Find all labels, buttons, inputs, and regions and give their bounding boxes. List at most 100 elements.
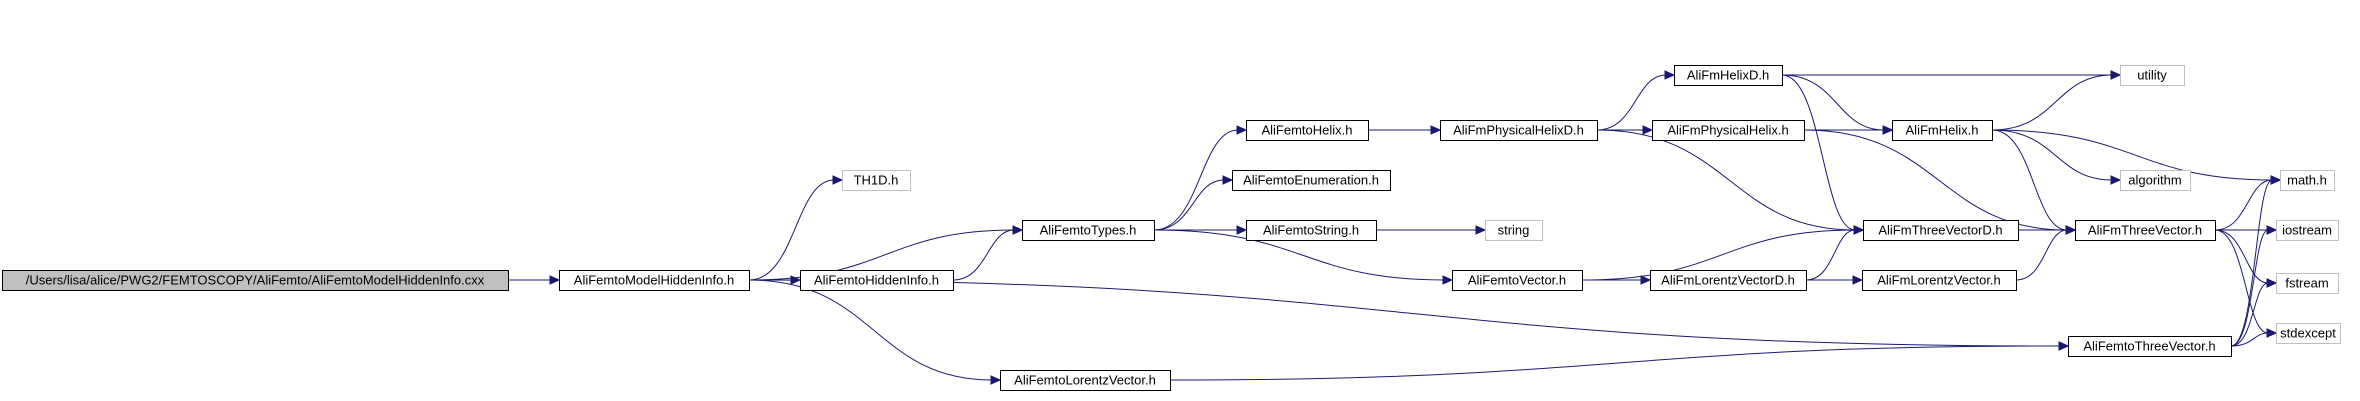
node-label: AliFmLorentzVector.h: [1877, 273, 2001, 288]
arrowhead-icon: [2065, 225, 2077, 235]
node-label: stdexcept: [2280, 326, 2336, 341]
edge-ftv-to-iostream: [2230, 229, 2269, 347]
node-label: fstream: [2285, 276, 2328, 291]
node-box: [1862, 270, 2017, 291]
arrowhead-icon: [990, 375, 1002, 385]
node-label: AliFmHelix.h: [1906, 123, 1979, 138]
edge-ftv-to-math: [2230, 179, 2273, 347]
arrowhead-icon: [2266, 278, 2278, 288]
edge-physd-to-helixd: [1596, 74, 1667, 131]
arrowhead-icon: [1442, 275, 1454, 285]
graph-node-th1d: TH1D.h: [842, 170, 911, 191]
edge-fhelix-to-math: [1991, 129, 2273, 181]
node-label: TH1D.h: [854, 173, 899, 188]
graph-node-fvec[interactable]: AliFemtoVector.h: [1452, 270, 1583, 291]
graph-node-lvd[interactable]: AliFmLorentzVectorD.h: [1650, 270, 1807, 291]
graph-node-mhi[interactable]: AliFemtoModelHiddenInfo.h: [559, 270, 750, 291]
node-box: [842, 170, 911, 191]
node-box: [1863, 220, 2019, 241]
edge-fhelix-to-utility: [1991, 74, 2113, 131]
graph-node-lv[interactable]: AliFmLorentzVector.h: [1862, 270, 2017, 291]
arrowhead-icon: [1222, 175, 1234, 185]
edge-lv-to-tv: [2015, 229, 2068, 281]
graph-node-utility: utility: [2120, 65, 2185, 86]
edge-types-to-enum: [1153, 179, 1225, 231]
graph-node-types[interactable]: AliFemtoTypes.h: [1022, 220, 1155, 241]
node-label: utility: [2137, 68, 2167, 83]
node-box: [1246, 220, 1377, 241]
node-label: AliFmPhysicalHelix.h: [1667, 123, 1788, 138]
node-label: AliFemtoLorentzVector.h: [1014, 373, 1156, 388]
edge-mhi-to-ftv: [748, 279, 2061, 347]
edge-hi-to-types: [952, 229, 1015, 281]
graph-node-fstr[interactable]: AliFemtoString.h: [1246, 220, 1377, 241]
graph-node-helixd[interactable]: AliFmHelixD.h: [1674, 65, 1783, 86]
node-label: AliFmPhysicalHelixD.h: [1453, 123, 1584, 138]
graph-node-phys[interactable]: AliFmPhysicalHelix.h: [1652, 120, 1805, 141]
node-label: AliFemtoThreeVector.h: [2083, 339, 2215, 354]
edge-physd-to-tvd: [1596, 129, 1856, 231]
edge-flv-to-ftv: [1169, 345, 2061, 381]
arrowhead-icon: [549, 275, 561, 285]
node-box: [2276, 220, 2339, 241]
arrowhead-icon: [2266, 328, 2278, 338]
node-box: [1674, 65, 1783, 86]
node-label: AliFemtoTypes.h: [1040, 223, 1137, 238]
edge-fvec-to-tvd: [1581, 229, 1856, 281]
node-box: [1892, 120, 1993, 141]
node-label: algorithm: [2128, 173, 2181, 188]
node-label: AliFemtoModelHiddenInfo.h: [574, 273, 734, 288]
node-box: [1000, 370, 1171, 391]
node-label: string: [1498, 223, 1530, 238]
arrowhead-icon: [2270, 175, 2282, 185]
arrowhead-icon: [832, 175, 844, 185]
node-label: AliFmLorentzVectorD.h: [1661, 273, 1795, 288]
arrowhead-icon: [2058, 341, 2070, 351]
node-box: [800, 270, 954, 291]
arrowhead-icon: [2266, 225, 2278, 235]
node-box: [1440, 120, 1598, 141]
node-box: [1485, 220, 1543, 241]
node-box: [1246, 120, 1369, 141]
graph-node-hi[interactable]: AliFemtoHiddenInfo.h: [800, 270, 954, 291]
node-label: AliFmHelixD.h: [1687, 68, 1769, 83]
node-label: AliFemtoString.h: [1263, 223, 1359, 238]
graph-node-helix[interactable]: AliFemtoHelix.h: [1246, 120, 1369, 141]
edge-types-to-fvec: [1153, 229, 1445, 281]
node-box: [2276, 273, 2339, 294]
graph-node-fhelix[interactable]: AliFmHelix.h: [1892, 120, 1993, 141]
node-label: /Users/lisa/alice/PWG2/FEMTOSCOPY/AliFem…: [26, 273, 485, 288]
node-box: [2075, 220, 2216, 241]
graph-node-physd[interactable]: AliFmPhysicalHelixD.h: [1440, 120, 1598, 141]
edge-fhelix-to-algorithm: [1991, 129, 2113, 181]
edge-layer: [508, 70, 2282, 385]
arrowhead-icon: [1236, 225, 1248, 235]
node-layer: /Users/lisa/alice/PWG2/FEMTOSCOPY/AliFem…: [2, 65, 2341, 391]
graph-node-iostream: iostream: [2276, 220, 2339, 241]
graph-node-stdexcept: stdexcept: [2276, 323, 2341, 344]
edge-fhelix-to-tv: [1991, 129, 2068, 231]
node-box: [1452, 270, 1583, 291]
node-box: [2, 270, 509, 291]
graph-node-flv[interactable]: AliFemtoLorentzVector.h: [1000, 370, 1171, 391]
edge-tv-to-fstream: [2214, 229, 2269, 284]
edge-ftv-to-stdexcept: [2230, 332, 2269, 347]
graph-node-enum[interactable]: AliFemtoEnumeration.h: [1232, 170, 1391, 191]
graph-node-fstream: fstream: [2276, 273, 2339, 294]
graph-node-root[interactable]: /Users/lisa/alice/PWG2/FEMTOSCOPY/AliFem…: [2, 270, 509, 291]
node-label: AliFmThreeVector.h: [2088, 223, 2202, 238]
graph-node-ftv[interactable]: AliFemtoThreeVector.h: [2068, 336, 2232, 357]
edge-tv-to-stdexcept: [2214, 229, 2269, 334]
arrowhead-icon: [1882, 125, 1894, 135]
arrowhead-icon: [1012, 225, 1024, 235]
graph-node-tv[interactable]: AliFmThreeVector.h: [2075, 220, 2216, 241]
node-box: [1232, 170, 1391, 191]
node-box: [2120, 170, 2191, 191]
graph-node-tvd[interactable]: AliFmThreeVectorD.h: [1863, 220, 2019, 241]
node-box: [1652, 120, 1805, 141]
node-label: AliFmThreeVectorD.h: [1878, 223, 2002, 238]
node-box: [559, 270, 750, 291]
arrowhead-icon: [1852, 275, 1864, 285]
node-label: AliFemtoHiddenInfo.h: [814, 273, 939, 288]
